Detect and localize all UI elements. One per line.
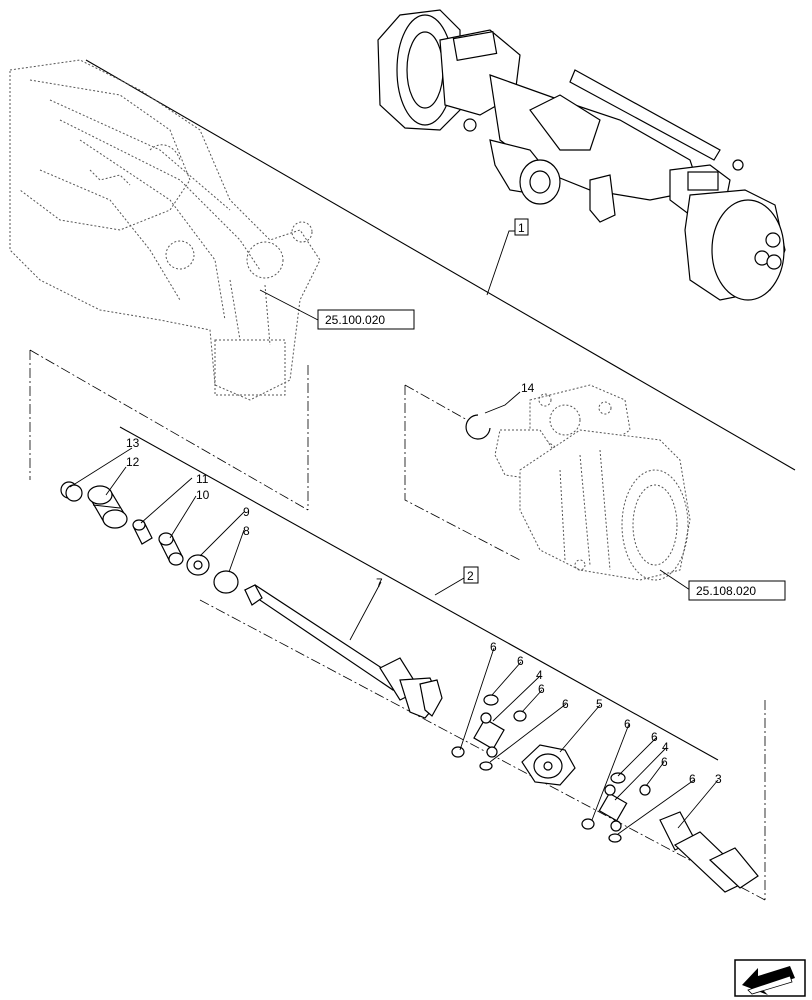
part-6-cap xyxy=(608,833,622,843)
callout-10: 10 xyxy=(196,488,210,502)
callout-6: 6 xyxy=(689,772,696,786)
part-4-universal-joint-b xyxy=(598,784,628,832)
arrow-back-icon[interactable] xyxy=(734,959,806,997)
assembly-boundary-bottom xyxy=(199,599,766,901)
hub-knuckle-ghost xyxy=(494,384,691,581)
callout-14: 14 xyxy=(521,381,535,395)
part-4-universal-joint-a xyxy=(473,712,505,758)
part-6-cap xyxy=(479,761,493,771)
reference-hub-label: 25.108.020 xyxy=(696,584,756,598)
part-10-bearing xyxy=(158,532,184,566)
callout-6: 6 xyxy=(651,730,658,744)
front-axle-assembly xyxy=(377,9,786,301)
axle-housing-ghost xyxy=(9,59,321,401)
section-divider-line xyxy=(85,59,796,471)
callout-1: 1 xyxy=(518,221,525,235)
part-3-stub-shaft xyxy=(659,811,759,893)
callout-6: 6 xyxy=(624,717,631,731)
part-13-ring xyxy=(60,481,83,502)
part-7-axle-shaft xyxy=(243,584,443,719)
part-14-snap-ring xyxy=(465,414,491,440)
callout-5: 5 xyxy=(596,697,603,711)
callout-box-1 xyxy=(514,218,529,236)
assembly-line-2 xyxy=(119,426,719,761)
callout-6: 6 xyxy=(562,697,569,711)
part-11-spacer xyxy=(132,519,153,545)
callout-6: 6 xyxy=(517,654,524,668)
part-6-cap xyxy=(483,694,499,706)
callout-2: 2 xyxy=(467,569,474,583)
callout-4: 4 xyxy=(536,668,543,682)
callout-7: 7 xyxy=(376,576,383,590)
part-6-ring xyxy=(513,710,527,722)
callout-11: 11 xyxy=(196,472,209,486)
callout-labels: 1 2 13 12 11 10 9 8 7 14 6 6 4 6 6 5 6 6… xyxy=(126,218,722,786)
callout-12: 12 xyxy=(126,455,140,469)
callout-6: 6 xyxy=(490,640,497,654)
part-5-center-yoke xyxy=(521,744,576,786)
callout-4: 4 xyxy=(662,740,669,754)
reference-axle-label: 25.100.020 xyxy=(325,313,385,327)
callout-6: 6 xyxy=(661,755,668,769)
part-6-ring xyxy=(581,818,595,830)
reference-box-hub[interactable]: 25.108.020 xyxy=(688,580,786,601)
callout-8: 8 xyxy=(243,524,250,538)
callout-13: 13 xyxy=(126,436,140,450)
callout-box-2 xyxy=(463,566,479,584)
part-12-bushing xyxy=(87,485,128,529)
part-6-ring xyxy=(639,784,651,796)
part-6-cap xyxy=(610,772,626,784)
reference-box-axle[interactable]: 25.100.020 xyxy=(317,309,415,330)
assembly-boundary-right xyxy=(404,384,521,561)
assembly-boundary-left xyxy=(29,349,309,511)
callout-9: 9 xyxy=(243,505,250,519)
part-6-ring xyxy=(451,746,465,758)
callout-6: 6 xyxy=(538,682,545,696)
callout-3: 3 xyxy=(715,772,722,786)
part-8-snap-ring xyxy=(213,570,239,594)
